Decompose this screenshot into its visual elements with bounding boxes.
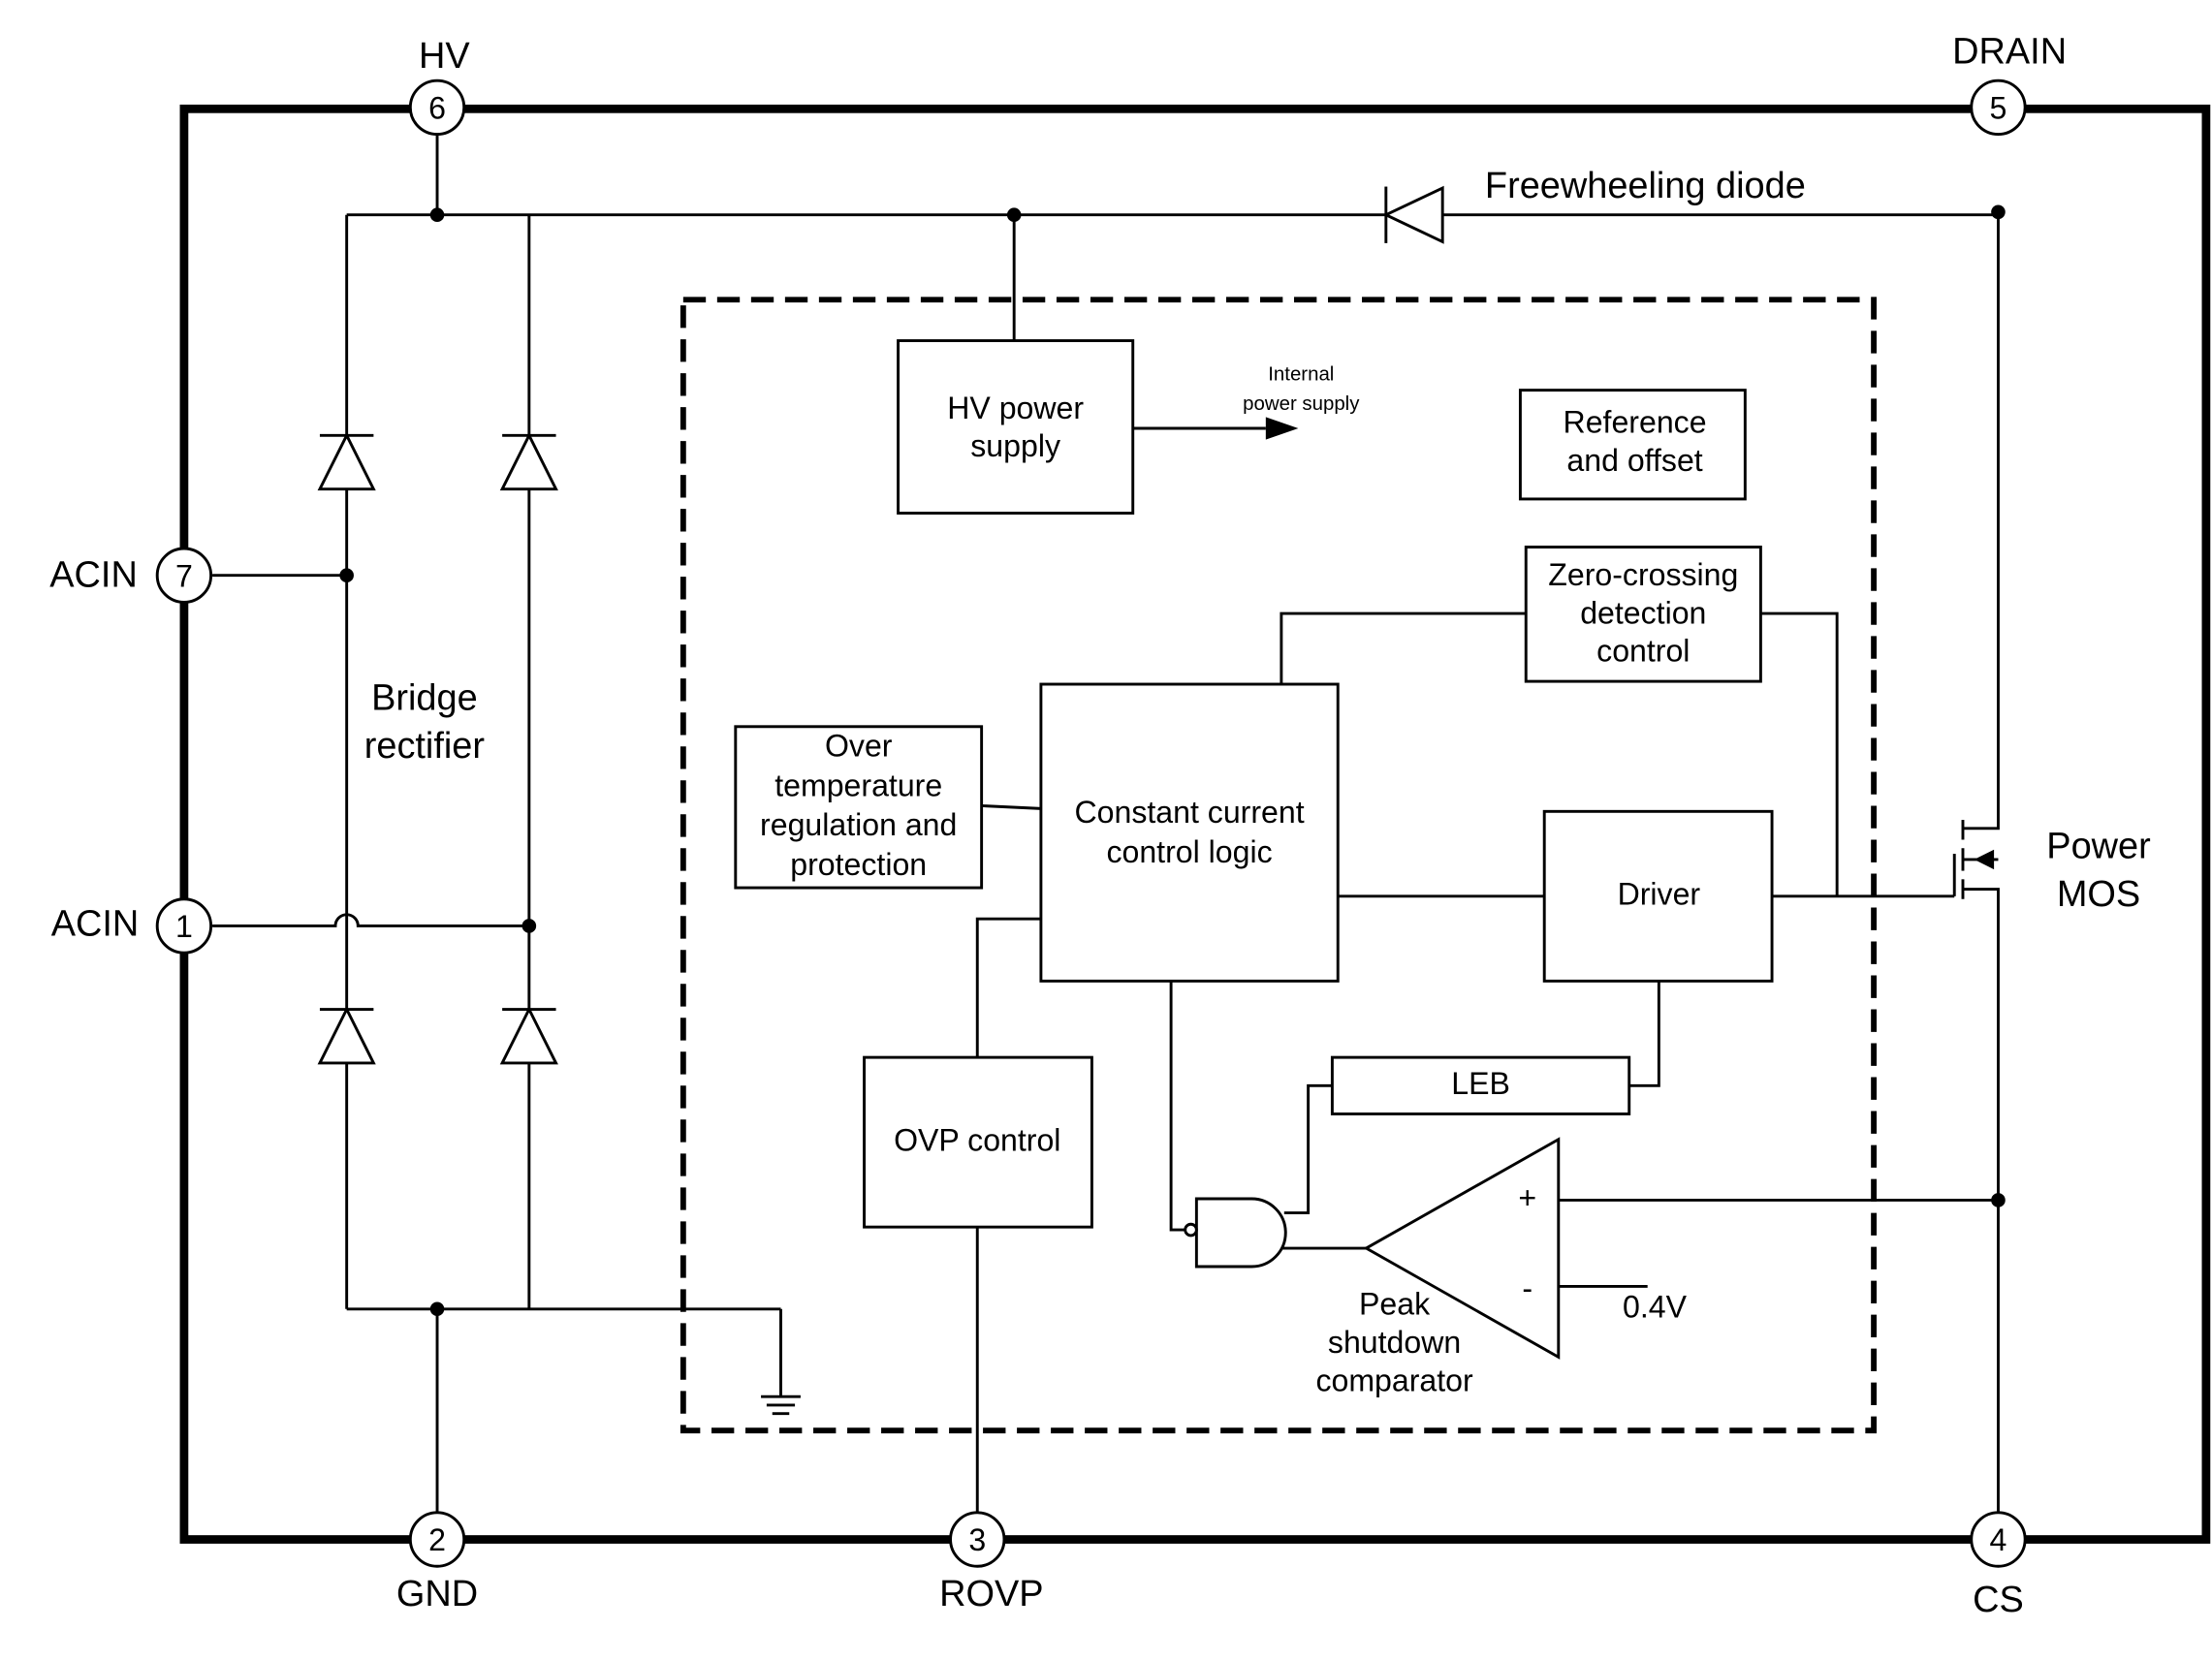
svg-text:GND: GND (396, 1574, 478, 1614)
bridge-diode-icon (317, 432, 558, 1065)
controller-boundary (679, 297, 1878, 1434)
svg-text:7: 7 (175, 558, 193, 593)
constant-current-logic-block (1039, 682, 1340, 983)
driver-block (1542, 809, 1774, 983)
svg-text:Power: Power (2046, 826, 2150, 866)
power-mos-icon (1952, 214, 2000, 1513)
bridge-label: Bridge (371, 677, 478, 718)
svg-text:OVP control: OVP control (894, 1122, 1060, 1157)
svg-text:6: 6 (428, 91, 446, 126)
pin-drain: 5 DRAIN (1952, 32, 2067, 137)
svg-text:Freewheeling diode: Freewheeling diode (1485, 166, 1806, 206)
svg-text:Driver: Driver (1618, 877, 1701, 912)
svg-text:protection: protection (790, 847, 927, 882)
svg-text:CS: CS (1973, 1580, 2024, 1620)
svg-text:ACIN: ACIN (49, 554, 138, 595)
svg-text:shutdown: shutdown (1328, 1325, 1461, 1360)
svg-text:ROVP: ROVP (939, 1574, 1043, 1614)
pin-acin-7: 7 ACIN (49, 547, 213, 604)
pin-hv: 6 HV (408, 36, 470, 137)
svg-text:0.4V: 0.4V (1623, 1290, 1688, 1325)
svg-text:control logic: control logic (1106, 834, 1272, 869)
svg-text:regulation and: regulation and (760, 807, 957, 842)
svg-text:DRAIN: DRAIN (1952, 32, 2067, 73)
freewheeling-diode-icon (1382, 185, 1444, 244)
comparator-icon (1363, 1137, 1561, 1360)
pin-acin-1: 1 ACIN (51, 897, 213, 955)
svg-text:+: + (1518, 1180, 1536, 1215)
svg-text:rectifier: rectifier (364, 726, 485, 767)
svg-text:Internal: Internal (1268, 363, 1334, 385)
reference-block (1518, 389, 1747, 501)
svg-text:HV power: HV power (947, 391, 1084, 425)
svg-text:temperature: temperature (774, 768, 942, 802)
zero-crossing-block (1524, 546, 1762, 683)
svg-text:3: 3 (968, 1522, 986, 1557)
svg-text:ACIN: ACIN (51, 904, 140, 945)
svg-text:MOS: MOS (2057, 874, 2140, 915)
svg-text:comparator: comparator (1315, 1363, 1473, 1397)
svg-text:detection: detection (1580, 595, 1706, 630)
pin-cs: 4CS (1970, 1511, 2027, 1620)
arrow-icon (1265, 417, 1299, 440)
svg-text:2: 2 (428, 1522, 446, 1557)
ovp-control-block (863, 1055, 1093, 1229)
svg-text:5: 5 (1990, 91, 2007, 126)
hv-power-supply-block (897, 339, 1135, 515)
svg-text:Constant current: Constant current (1074, 795, 1304, 830)
svg-text:control: control (1596, 634, 1690, 669)
svg-text:supply: supply (970, 428, 1060, 463)
svg-text:and offset: and offset (1566, 443, 1702, 478)
chip-outline (179, 104, 2211, 1544)
and-gate-icon (1194, 1197, 1287, 1269)
svg-text:4: 4 (1990, 1522, 2007, 1557)
svg-text:HV: HV (419, 36, 470, 77)
svg-text:Over: Over (825, 728, 893, 763)
svg-text:Peak: Peak (1359, 1287, 1431, 1322)
svg-text:Zero-crossing: Zero-crossing (1548, 557, 1738, 592)
svg-text:LEB: LEB (1451, 1066, 1510, 1101)
svg-text:1: 1 (175, 909, 193, 944)
svg-text:power supply: power supply (1243, 393, 1360, 415)
leb-block (1330, 1055, 1631, 1115)
svg-text:Reference: Reference (1564, 404, 1707, 439)
svg-text:-: - (1522, 1271, 1533, 1306)
junction-dot (429, 207, 445, 223)
over-temperature-block (734, 725, 984, 890)
